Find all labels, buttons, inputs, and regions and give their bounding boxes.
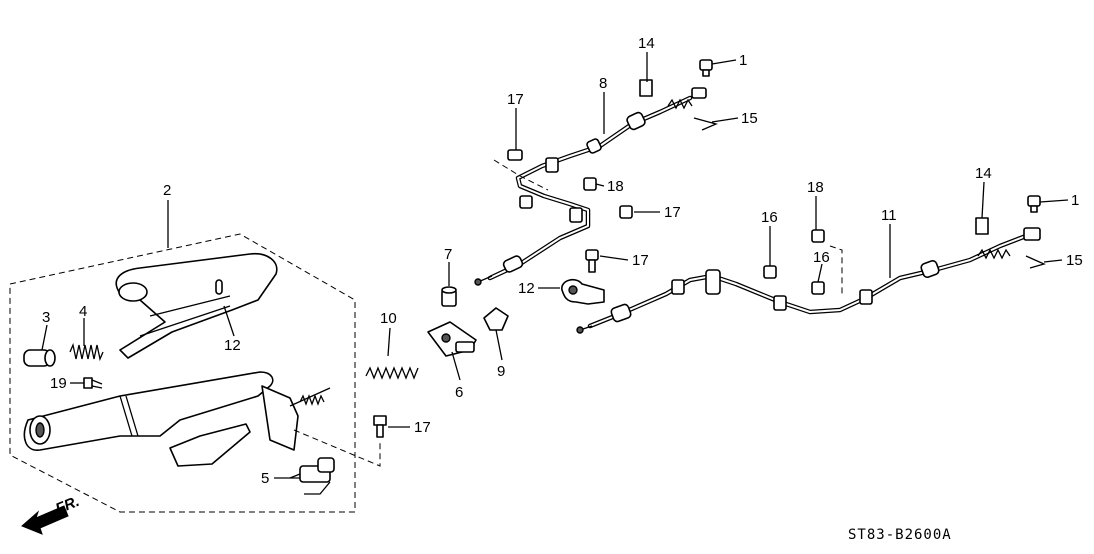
lever-assembly-frame bbox=[9, 233, 356, 513]
cable-clamp bbox=[561, 278, 605, 305]
callout-1-upper: 1 bbox=[739, 52, 747, 69]
callout-7: 7 bbox=[444, 246, 452, 263]
button-spring bbox=[69, 342, 104, 362]
front-label: FR. bbox=[53, 493, 82, 518]
callout-13: 12 bbox=[224, 337, 241, 354]
callout-17-mid: 17 bbox=[664, 204, 681, 221]
hardware bbox=[507, 59, 1046, 295]
callout-18-lower: 18 bbox=[807, 179, 824, 196]
brake-switch bbox=[289, 457, 335, 495]
adjusting-nut bbox=[441, 286, 457, 307]
callout-8: 8 bbox=[599, 75, 607, 92]
front-arrow: FR. bbox=[21, 493, 82, 535]
callout-10: 10 bbox=[380, 310, 397, 327]
callout-19: 19 bbox=[50, 375, 67, 392]
right-brake-cable bbox=[576, 227, 1041, 334]
callout-6: 6 bbox=[455, 384, 463, 401]
callout-12: 12 bbox=[518, 280, 535, 297]
lever-button bbox=[23, 349, 56, 367]
equalizer-spring bbox=[365, 366, 419, 380]
callout-14-upper: 14 bbox=[638, 35, 655, 52]
callout-16-upper: 17 bbox=[632, 252, 649, 269]
callout-11: 11 bbox=[881, 207, 897, 224]
equalizer bbox=[427, 321, 477, 357]
callout-9: 9 bbox=[497, 363, 505, 380]
callout-18-upper: 18 bbox=[607, 178, 624, 195]
callout-17-lower-right: 16 bbox=[813, 249, 830, 266]
diagram-code: ST83-B2600A bbox=[848, 527, 952, 543]
callout-2: 2 bbox=[163, 182, 171, 199]
callout-17-upper: 17 bbox=[507, 91, 524, 108]
callout-15-lower: 15 bbox=[1066, 252, 1083, 269]
callout-16-lower: 17 bbox=[414, 419, 431, 436]
lever-body bbox=[23, 371, 331, 467]
callout-3: 3 bbox=[42, 309, 50, 326]
lever-cover bbox=[115, 252, 278, 359]
callout-4: 4 bbox=[79, 303, 87, 320]
leader-lines bbox=[41, 52, 1069, 479]
bolt-16-lower bbox=[373, 415, 387, 438]
callout-5: 5 bbox=[261, 470, 269, 487]
callout-14-lower: 14 bbox=[975, 165, 992, 182]
callout-15-upper: 15 bbox=[741, 110, 758, 127]
callout-1-lower: 1 bbox=[1071, 192, 1079, 209]
cable-boot bbox=[483, 307, 509, 331]
callouts: 2 3 4 12 19 5 6 7 9 10 12 17 8 14 1 15 1… bbox=[42, 35, 1083, 487]
bolt-19 bbox=[83, 377, 103, 389]
callout-17-lower-left: 16 bbox=[761, 209, 778, 226]
left-brake-cable bbox=[474, 87, 707, 286]
